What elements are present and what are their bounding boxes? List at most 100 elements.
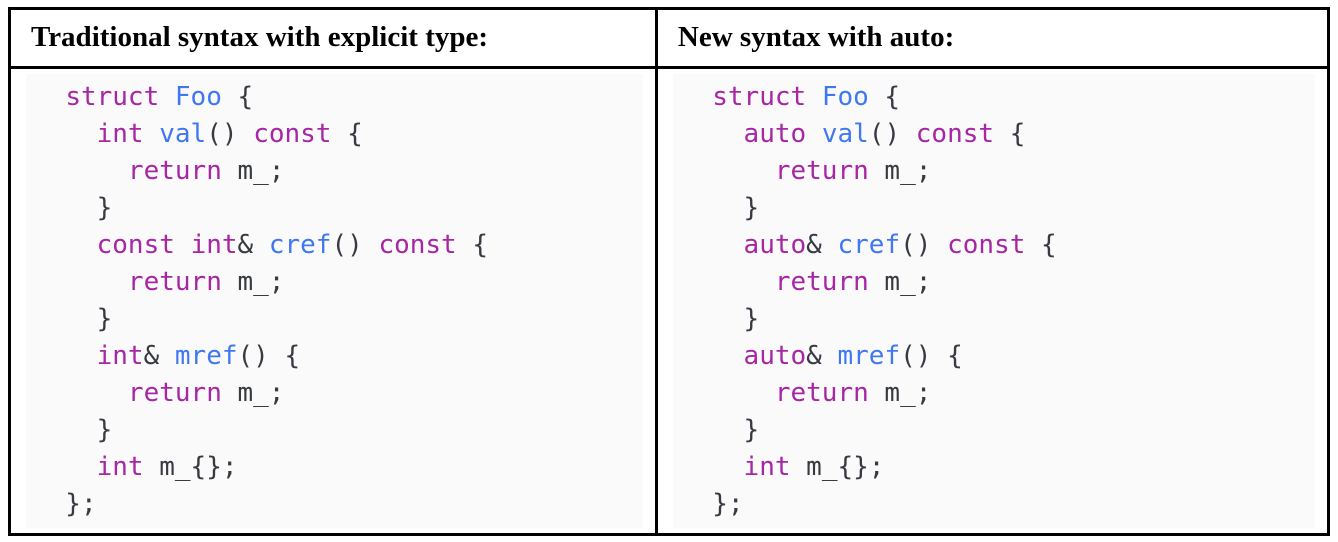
code-token xyxy=(681,119,744,149)
code-token: const xyxy=(253,119,332,149)
code-token: cref xyxy=(268,230,332,260)
code-token xyxy=(34,156,128,186)
code-line: return m_; xyxy=(34,264,635,301)
code-line: auto& cref() const { xyxy=(681,227,1307,264)
code-line: }; xyxy=(681,486,1307,523)
code-token: auto xyxy=(743,230,807,260)
code-token: m_; xyxy=(221,378,285,408)
code-line: } xyxy=(34,412,635,449)
code-token: return xyxy=(127,267,222,297)
code-line: return m_; xyxy=(34,153,635,190)
code-token: } xyxy=(34,193,113,223)
code-token: & xyxy=(806,341,838,371)
code-token: { xyxy=(868,82,901,112)
code-token: () xyxy=(900,230,948,260)
code-token xyxy=(34,341,97,371)
code-line: int m_{}; xyxy=(34,449,635,486)
code-token: m_; xyxy=(868,156,932,186)
code-token: auto xyxy=(743,119,807,149)
code-token: const xyxy=(378,230,457,260)
code-token: int xyxy=(96,341,144,371)
code-token: return xyxy=(127,378,222,408)
syntax-comparison-table: Traditional syntax with explicit type: N… xyxy=(8,7,1331,536)
code-line: int m_{}; xyxy=(681,449,1307,486)
code-token: int xyxy=(96,119,144,149)
code-token: m_; xyxy=(868,378,932,408)
code-token: & xyxy=(806,230,838,260)
code-token: mref xyxy=(174,341,238,371)
code-line: const int& cref() const { xyxy=(34,227,635,264)
code-token: m_; xyxy=(221,156,285,186)
code-token xyxy=(806,82,822,112)
code-line: }; xyxy=(34,486,635,523)
code-cell-traditional: struct Foo { int val() const { return m_… xyxy=(8,66,658,536)
code-token: () xyxy=(868,119,916,149)
code-token xyxy=(34,267,128,297)
code-line: struct Foo { xyxy=(681,79,1307,116)
code-token xyxy=(34,230,97,260)
code-line: } xyxy=(681,301,1307,338)
code-token: } xyxy=(34,415,113,445)
code-token xyxy=(34,119,97,149)
code-token: val xyxy=(159,119,207,149)
code-line: return m_; xyxy=(34,375,635,412)
code-token: m_{}; xyxy=(143,452,238,482)
code-token: & xyxy=(143,341,175,371)
code-token: { xyxy=(1025,230,1057,260)
code-token: val xyxy=(821,119,869,149)
code-token: int xyxy=(190,230,238,260)
code-token: return xyxy=(774,378,869,408)
code-token: } xyxy=(680,415,760,445)
code-token: { xyxy=(331,119,363,149)
code-block-traditional: struct Foo { int val() const { return m_… xyxy=(26,74,643,528)
code-line: auto& mref() { xyxy=(681,338,1307,375)
code-token xyxy=(681,267,775,297)
code-token xyxy=(681,156,775,186)
code-token: auto xyxy=(743,341,807,371)
code-token: const xyxy=(96,230,175,260)
code-block-auto: struct Foo { auto val() const { return m… xyxy=(672,74,1315,528)
code-token: { xyxy=(221,82,254,112)
code-token: int xyxy=(743,452,791,482)
code-line: } xyxy=(681,190,1307,227)
code-token: } xyxy=(34,304,113,334)
code-token: const xyxy=(915,119,995,149)
code-line: int& mref() { xyxy=(34,338,635,375)
code-token xyxy=(175,230,191,260)
code-token: } xyxy=(680,304,760,334)
code-row: struct Foo { int val() const { return m_… xyxy=(8,66,1331,536)
code-token xyxy=(34,452,97,482)
code-token: }; xyxy=(680,489,744,519)
code-line: int val() const { xyxy=(34,116,635,153)
header-traditional-syntax: Traditional syntax with explicit type: xyxy=(8,7,658,69)
code-token xyxy=(681,230,744,260)
code-token xyxy=(681,378,775,408)
code-token: Foo xyxy=(174,82,222,112)
code-token: struct xyxy=(712,82,807,112)
code-token: struct xyxy=(65,82,160,112)
header-new-syntax: New syntax with auto: xyxy=(654,7,1331,69)
code-token xyxy=(681,341,744,371)
code-line: return m_; xyxy=(681,153,1307,190)
code-token xyxy=(34,378,128,408)
code-token: m_; xyxy=(868,267,932,297)
code-token: return xyxy=(774,267,869,297)
code-token xyxy=(681,452,744,482)
code-token: const xyxy=(947,230,1026,260)
code-line: } xyxy=(681,412,1307,449)
code-token: }; xyxy=(34,489,97,519)
code-token: m_; xyxy=(221,267,285,297)
code-cell-auto: struct Foo { auto val() const { return m… xyxy=(654,66,1331,536)
code-token: & xyxy=(237,230,269,260)
header-row: Traditional syntax with explicit type: N… xyxy=(8,7,1331,69)
code-line: } xyxy=(34,190,635,227)
code-token xyxy=(34,82,65,112)
code-token: mref xyxy=(837,341,901,371)
code-token: { xyxy=(456,230,489,260)
code-token: cref xyxy=(837,230,901,260)
code-line: auto val() const { xyxy=(681,116,1307,153)
code-token: () { xyxy=(900,341,963,371)
code-token xyxy=(159,82,175,112)
code-line: struct Foo { xyxy=(34,79,635,116)
